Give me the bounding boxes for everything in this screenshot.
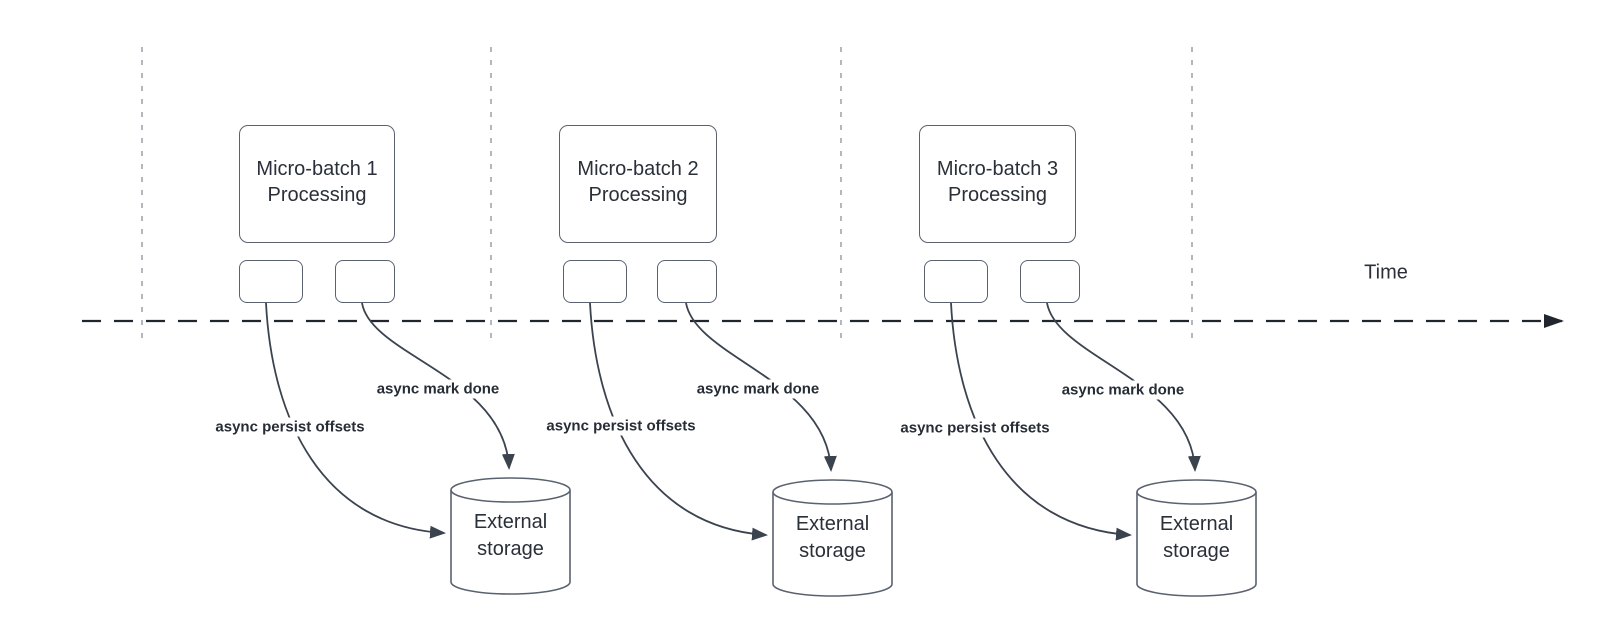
micro-batch-label-2: Micro-batch 2 Processing <box>577 157 699 206</box>
cylinder-body <box>772 492 893 597</box>
persist-offsets-label-1: async persist offsets <box>211 417 369 437</box>
micro-batch-label-1: Micro-batch 1 Processing <box>256 157 378 206</box>
storage-cylinder-1 <box>450 477 571 595</box>
cylinder-body <box>450 490 571 595</box>
persist-offsets-label-2: async persist offsets <box>542 416 700 436</box>
task-box-1-right <box>335 260 395 303</box>
cylinder-top <box>772 479 893 505</box>
mark-done-arrow-2 <box>685 302 837 472</box>
task-box-3-right <box>1020 260 1080 303</box>
storage-cylinder-3 <box>1136 479 1257 597</box>
cylinder-body <box>1136 492 1257 597</box>
mark-done-label-3: async mark done <box>1057 380 1189 400</box>
storage-cylinder-2 <box>772 479 893 597</box>
persist-offsets-arrow-2 <box>589 302 768 541</box>
cylinder-top <box>450 477 571 503</box>
task-box-2-right <box>657 260 717 303</box>
persist-offsets-arrow-3 <box>950 302 1132 541</box>
mark-done-label-1: async mark done <box>372 379 504 399</box>
persist-offsets-label-3: async persist offsets <box>896 418 1054 438</box>
task-box-2-left <box>563 260 627 303</box>
micro-batch-box-1: Micro-batch 1 Processing <box>239 125 395 243</box>
mark-done-arrow-1 <box>361 302 515 470</box>
micro-batch-box-3: Micro-batch 3 Processing <box>919 125 1076 243</box>
micro-batch-label-3: Micro-batch 3 Processing <box>936 157 1059 206</box>
task-box-1-left <box>239 260 303 303</box>
persist-offsets-arrow-1 <box>265 302 446 539</box>
cylinder-top <box>1136 479 1257 505</box>
mark-done-label-2: async mark done <box>692 379 824 399</box>
time-label: Time <box>1364 261 1408 284</box>
micro-batch-box-2: Micro-batch 2 Processing <box>559 125 717 243</box>
task-box-3-left <box>924 260 988 303</box>
mark-done-arrow-3 <box>1046 302 1201 472</box>
